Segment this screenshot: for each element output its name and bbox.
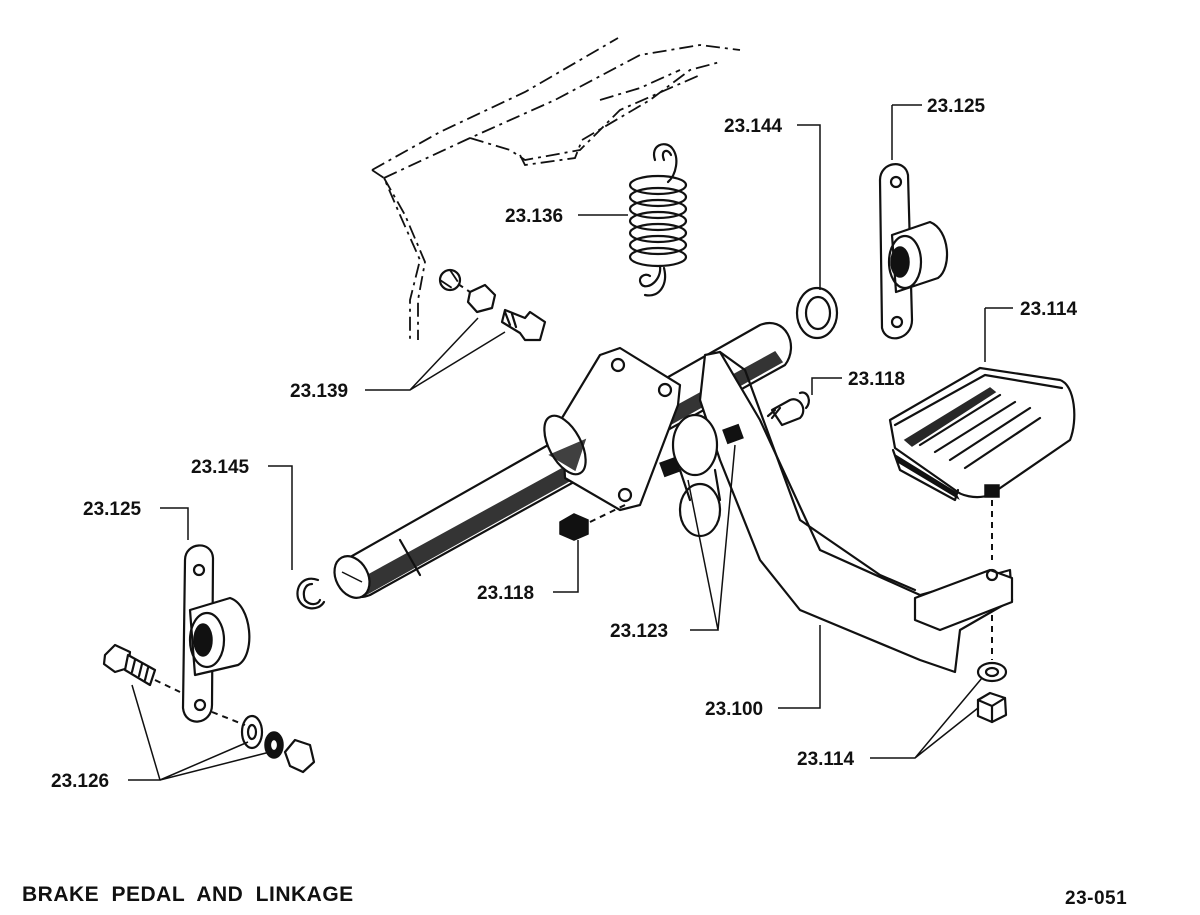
pedal-pad [888, 366, 1076, 502]
bearing-bracket-top [878, 163, 949, 340]
screw-right [766, 391, 810, 427]
label-pedal-arm: 23.100 [705, 699, 764, 720]
label-bracket-top: 23.125 [927, 96, 986, 117]
label-pedal-pad: 23.114 [1020, 299, 1078, 320]
label-screw-right: 23.118 [848, 369, 906, 390]
pedal-hub-plate [543, 346, 682, 512]
leader-lines [128, 104, 1013, 781]
label-washer-top: 23.144 [724, 116, 783, 137]
snap-ring [296, 577, 326, 610]
label-snap-ring: 23.145 [191, 457, 250, 478]
pad-hardware-set [976, 500, 1008, 724]
label-nut-center: 23.118 [477, 583, 535, 604]
return-spring [628, 143, 688, 297]
pedal-arm [671, 350, 1014, 674]
label-frame-bolt: 23.139 [290, 381, 349, 402]
frame-phantom-outline [371, 37, 741, 340]
label-grease-fittings: 23.123 [610, 621, 669, 642]
label-pad-hardware: 23.114 [797, 749, 855, 770]
nut-center [559, 504, 626, 541]
frame-bolt-set [438, 268, 547, 342]
thrust-washer [795, 286, 839, 340]
figure-number: 23-051 [1065, 888, 1128, 909]
label-bracket-left: 23.125 [83, 499, 142, 520]
label-spring: 23.136 [505, 206, 564, 227]
grease-fittings [659, 423, 744, 478]
label-bracket-hardware: 23.126 [51, 771, 110, 792]
diagram-caption: BRAKE PEDAL AND LINKAGE [22, 883, 354, 906]
bearing-bracket-left [181, 544, 251, 723]
